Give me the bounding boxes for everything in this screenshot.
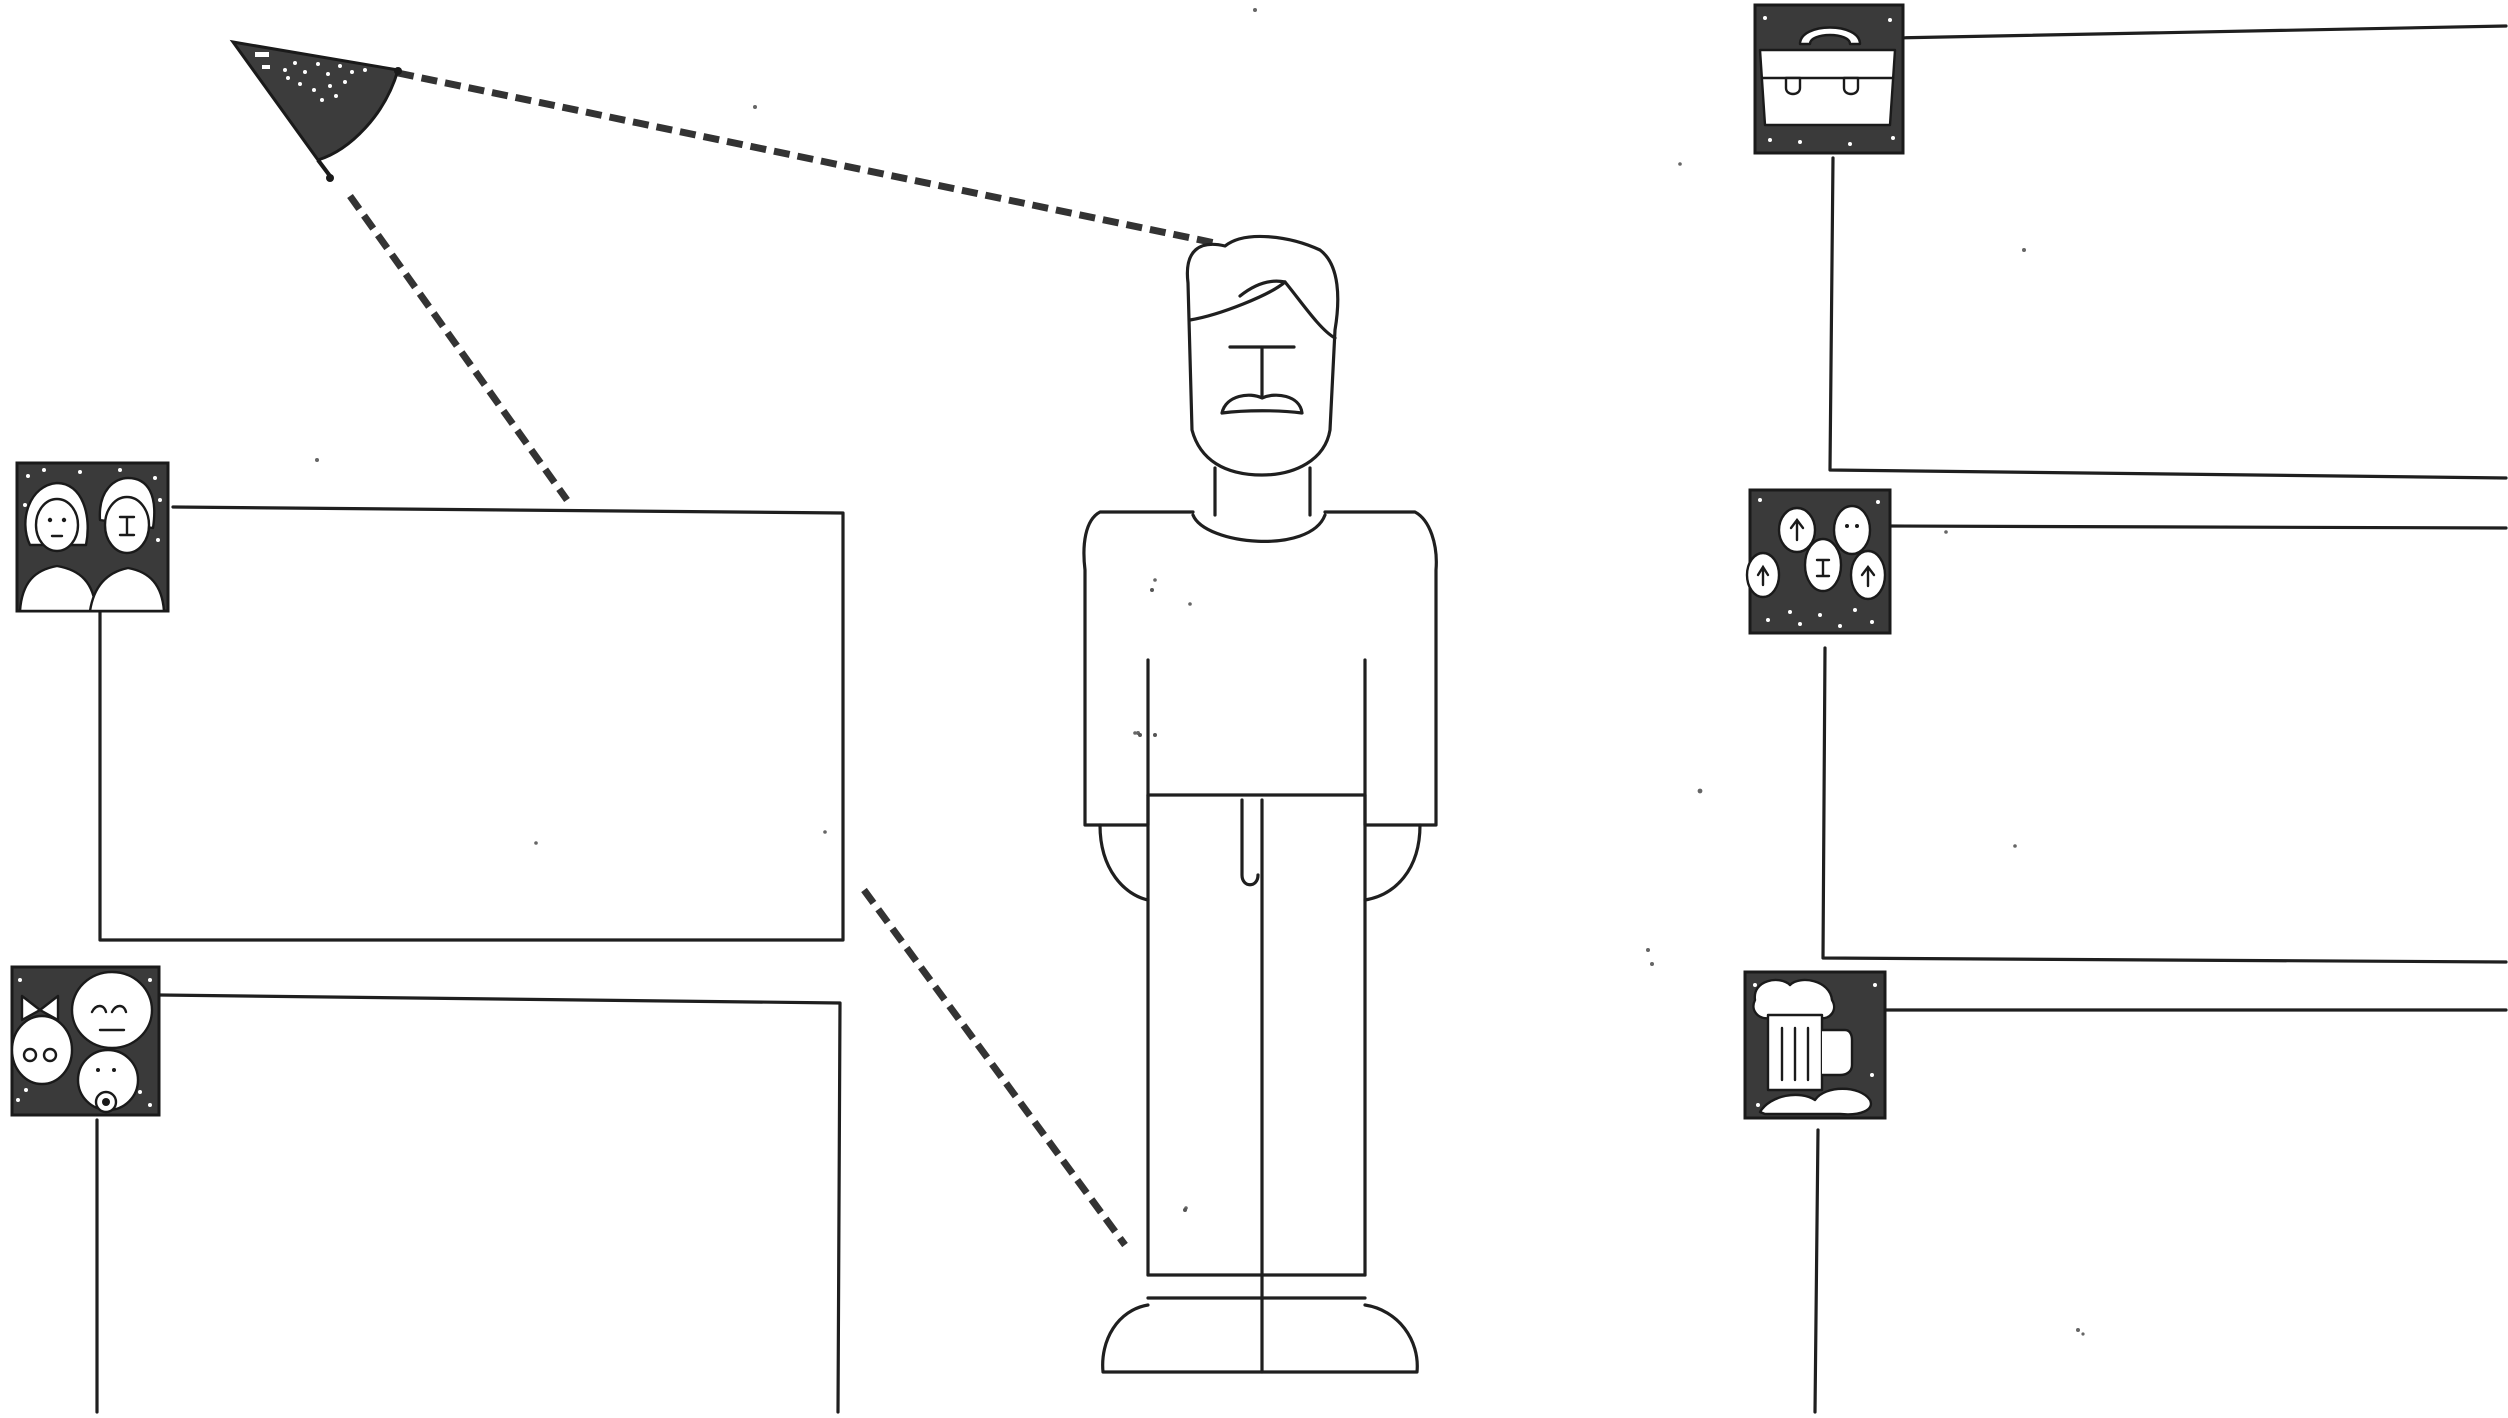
right-box-3-side [1813,1128,1820,1414]
person-neck [1213,466,1312,517]
dashed-connectors [347,69,1216,1248]
connector-eye-to-box [347,193,570,503]
person-mustache [1220,393,1304,415]
person-left-hand [1098,823,1150,902]
person-trousers [1146,793,1367,1374]
paper-specks [315,8,2085,1336]
connector-box-to-leg [861,887,1128,1248]
person-right-hand [1363,823,1422,902]
connector-eye-to-head [397,69,1216,247]
beer-mug-icon [1743,970,1887,1120]
person-shirt [1082,510,1438,827]
right-box-2-side [1821,646,2508,964]
right-box-1-side [1828,156,2508,480]
couple-icon [15,461,170,613]
children-family-icon [10,965,161,1117]
right-box-2 [1885,524,2508,530]
standing-person-figure [1082,234,1438,1374]
toolbox-icon [1753,3,1905,155]
person-hair [1188,280,1337,340]
crowd-icon [1745,488,1892,635]
section-boxes [95,24,2508,1414]
observer-eye-icon [229,39,402,182]
right-box-1 [1891,24,2508,40]
person-face-features [1228,345,1296,397]
person-head [1185,234,1340,477]
person-shoes [1101,1303,1419,1374]
person-collar [1191,513,1327,543]
left-box-2 [158,993,842,1414]
left-box-1 [98,505,845,942]
